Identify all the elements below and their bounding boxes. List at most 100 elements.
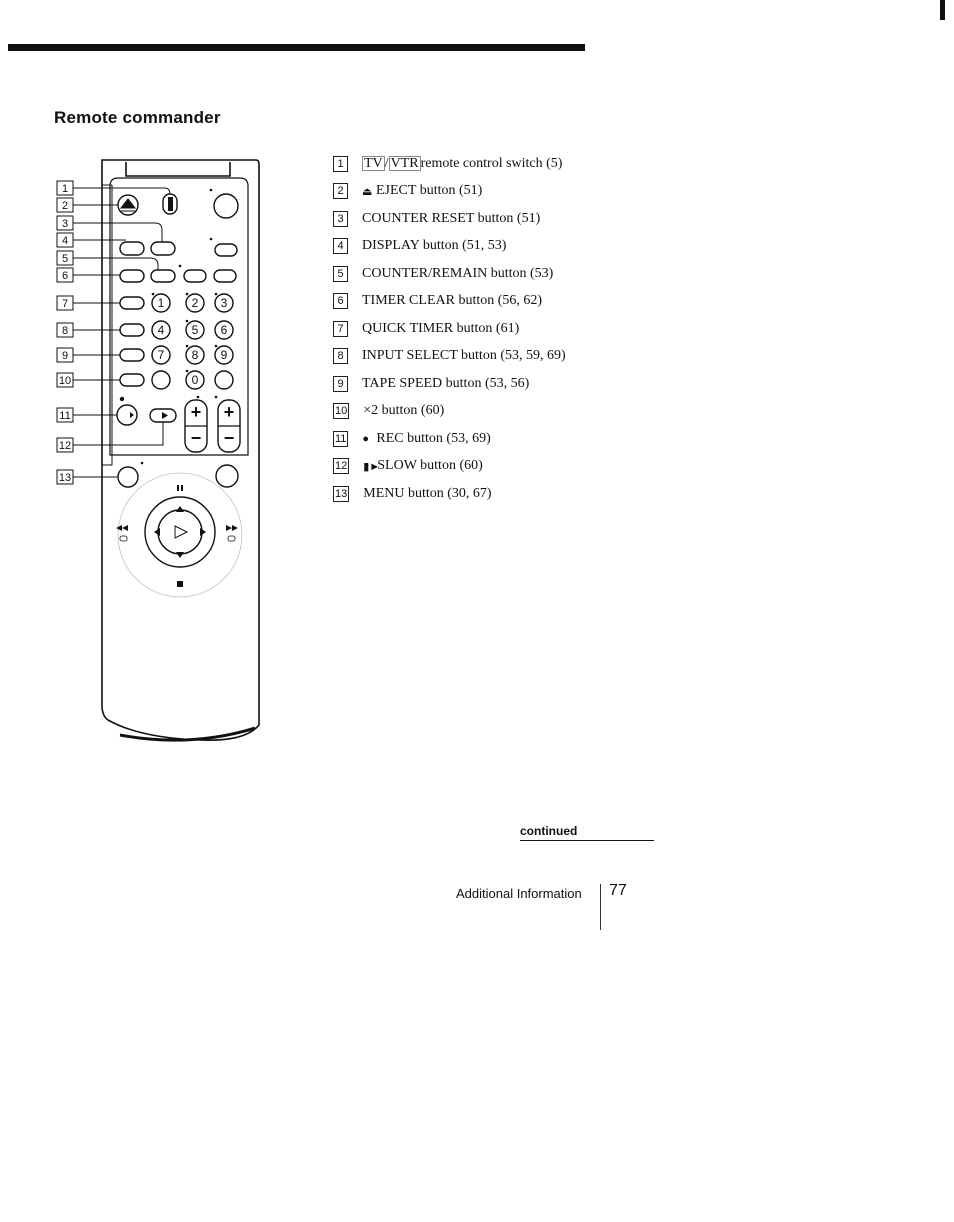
legend-item-7: 7 QUICK TIMER button (61)	[333, 315, 566, 343]
minus-label: −	[191, 428, 202, 448]
legend-item-3: 3 COUNTER RESET button (51)	[333, 205, 566, 233]
legend-number: 5	[333, 265, 348, 282]
cursor-right-icon	[200, 528, 206, 536]
digit-2-label: 2	[192, 296, 199, 310]
digit-1-button	[151, 293, 171, 313]
callout-label-4: 4	[56, 232, 74, 248]
legend-item-5: 5 COUNTER/REMAIN button (53)	[333, 260, 566, 288]
svg-text:7: 7	[62, 298, 68, 310]
legend-number: 11	[333, 430, 349, 447]
slow-arrow-icon	[162, 412, 168, 419]
digit-2-button	[185, 293, 205, 313]
blank-round-button	[214, 370, 234, 390]
legend-number: 2	[333, 183, 348, 200]
eject-icon: ⏏	[362, 185, 373, 198]
eject-icon	[119, 198, 137, 212]
top-rule	[8, 44, 585, 51]
legend-number: 12	[333, 458, 350, 475]
legend-number: 9	[333, 375, 348, 392]
callout-lines	[73, 187, 171, 478]
digit-6-label: 6	[221, 323, 228, 337]
callout-bracket	[102, 185, 113, 466]
footer-divider	[600, 884, 601, 930]
callout-label-13: 13	[56, 469, 74, 485]
callout-label-5: 5	[56, 250, 74, 266]
svg-text:9: 9	[62, 350, 68, 362]
callout-label-7: 7	[56, 295, 74, 311]
rewind-icon	[116, 525, 128, 531]
quick-timer-button	[119, 296, 145, 310]
svg-text:2: 2	[62, 200, 68, 212]
tape-speed-button	[119, 348, 145, 362]
rec-dot-icon	[119, 396, 125, 402]
oval-button	[183, 269, 207, 283]
legend-text: REC button (53, 69)	[376, 430, 491, 446]
round-button	[215, 464, 239, 488]
timer-clear-button	[119, 269, 145, 283]
digit-7-label: 7	[158, 348, 165, 362]
stop-icon	[177, 581, 183, 587]
callout-label-2: 2	[56, 197, 74, 213]
digit-0-button	[185, 370, 205, 390]
legend-item-11: 11 ● REC button (53, 69)	[333, 425, 566, 453]
digit-3-button	[214, 293, 234, 313]
digit-5-button	[185, 320, 205, 340]
legend-text: SLOW button (60)	[377, 458, 483, 474]
legend-number: 13	[333, 485, 350, 502]
plus-label: +	[224, 402, 235, 422]
pause-icon	[177, 485, 179, 491]
jog-dial-outer	[117, 472, 243, 598]
svg-text:4: 4	[62, 235, 68, 247]
legend-item-2: 2 ⏏ EJECT button (51)	[333, 178, 566, 206]
legend-item-12: 12 ▮► SLOW button (60)	[333, 453, 566, 481]
digit-0-label: 0	[192, 373, 199, 387]
callout-label-6: 6	[56, 267, 74, 283]
legend-number: 8	[333, 348, 348, 365]
legend-text: ×2 button (60)	[363, 403, 445, 419]
svg-text:11: 11	[59, 410, 70, 422]
callout-label-1: 1	[56, 180, 74, 196]
display-button	[150, 241, 176, 256]
menu-button	[117, 466, 139, 488]
legend-text: INPUT SELECT button (53, 59, 69)	[362, 348, 566, 364]
rec-button	[116, 404, 138, 426]
legend-text: TIMER CLEAR button (56, 62)	[362, 293, 543, 309]
legend-text: QUICK TIMER button (61)	[362, 320, 520, 336]
cursor-down-icon	[176, 552, 184, 558]
legend-text: TAPE SPEED button (53, 56)	[362, 375, 530, 391]
digit-9-button	[214, 345, 234, 365]
remote-bottom-shading	[119, 726, 256, 742]
legend-item-6: 6 TIMER CLEAR button (56, 62)	[333, 288, 566, 316]
callout-label-11: 11	[56, 407, 74, 423]
digit-4-label: 4	[158, 323, 165, 337]
record-dot-icon: ●	[362, 432, 370, 445]
legend-item-4: 4 DISPLAY button (51, 53)	[333, 233, 566, 261]
svg-text:6: 6	[62, 270, 68, 282]
cursor-left-icon	[154, 528, 160, 536]
legend-text: DISPLAY button (51, 53)	[362, 238, 507, 254]
callout-label-3: 3	[56, 215, 74, 231]
digit-8-label: 8	[192, 348, 199, 362]
digit-8-button	[185, 345, 205, 365]
jog-inner	[157, 509, 203, 555]
digit-3-label: 3	[221, 296, 228, 310]
legend-number: 4	[333, 238, 348, 255]
cursor-up-icon	[176, 506, 184, 512]
legend-item-10: 10 ×2 button (60)	[333, 398, 566, 426]
counter-reset-button	[119, 241, 145, 256]
button-panel-outline	[109, 177, 249, 456]
slow-play-icon: ▮►	[363, 460, 381, 473]
button-legend: 1 TV / VTR remote control switch (5) 2 ⏏…	[333, 150, 566, 508]
legend-number: 3	[333, 210, 348, 227]
svg-text:10: 10	[59, 375, 71, 387]
callout-label-9: 9	[56, 347, 74, 363]
legend-item-9: 9 TAPE SPEED button (53, 56)	[333, 370, 566, 398]
legend-text: remote control switch (5)	[420, 155, 563, 171]
legend-number: 10	[333, 403, 350, 420]
play-icon	[174, 525, 189, 539]
counter-remain-button	[150, 269, 176, 283]
svg-text:1: 1	[62, 183, 68, 195]
digit-5-label: 5	[192, 323, 199, 337]
minus-label: −	[224, 428, 235, 448]
input-select-button	[119, 323, 145, 337]
